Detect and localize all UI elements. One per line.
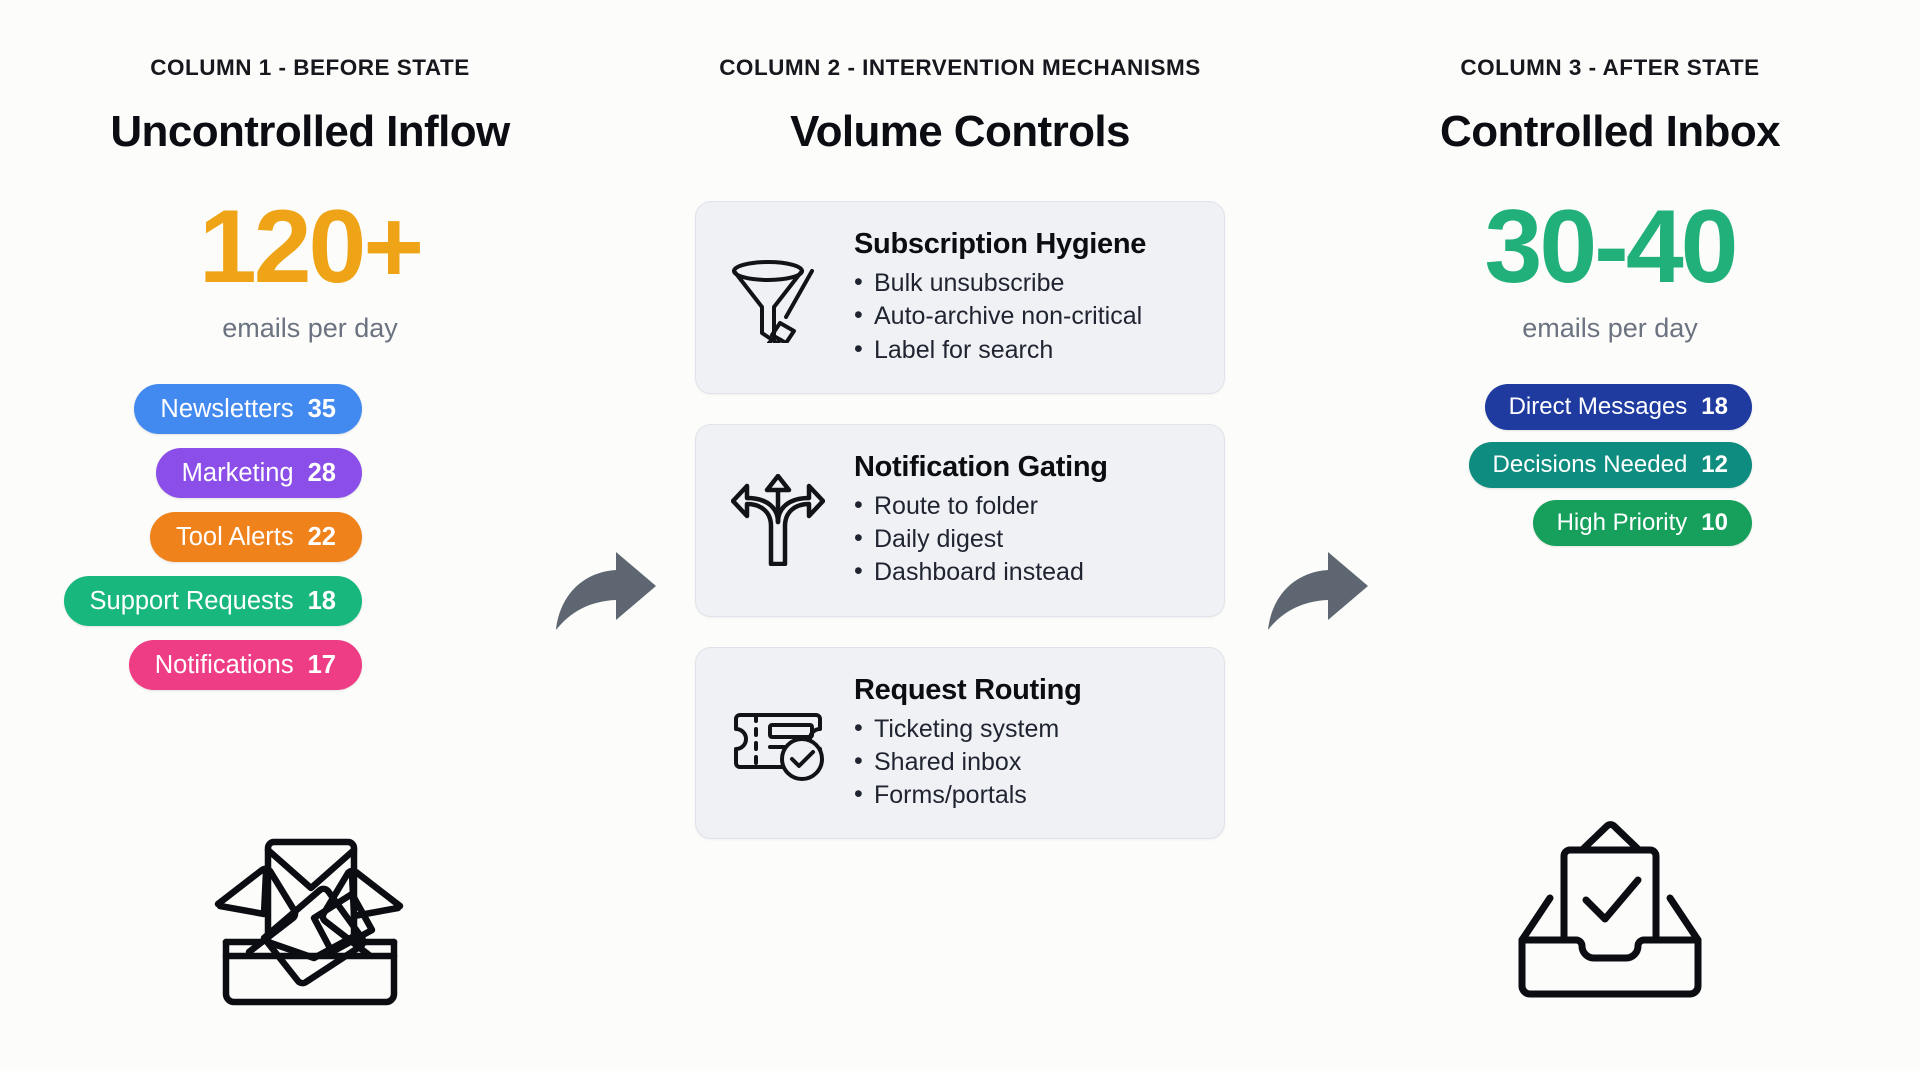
card-notification-gating[interactable]: Notification Gating Route to folder Dail… bbox=[695, 423, 1225, 617]
inbox-tray-check-icon bbox=[1510, 818, 1710, 1013]
pill-value: 18 bbox=[307, 586, 336, 615]
card-request-routing[interactable]: Request Routing Ticketing system Shared … bbox=[695, 646, 1225, 840]
card-1-body: Subscription Hygiene Bulk unsubscribe Au… bbox=[854, 228, 1196, 367]
inbox-tray-check-illustration bbox=[1300, 818, 1920, 1013]
column-3-metric: 30-40 bbox=[1484, 189, 1739, 305]
column-3-metric-caption: emails per day bbox=[1522, 313, 1698, 343]
pill-support-requests[interactable]: Support Requests 18 bbox=[63, 576, 362, 626]
pill-label: Notifications bbox=[154, 650, 294, 679]
card-1-bullet: Auto-archive non-critical bbox=[854, 299, 1196, 333]
card-3-body: Request Routing Ticketing system Shared … bbox=[854, 674, 1196, 813]
pill-label: High Priority bbox=[1556, 509, 1688, 536]
pill-label: Tool Alerts bbox=[175, 522, 294, 551]
card-3-title: Request Routing bbox=[854, 673, 1082, 706]
before-state-pill-list: Newsletters 35 Marketing 28 Tool Alerts … bbox=[0, 384, 620, 690]
pill-value: 22 bbox=[307, 522, 336, 551]
funnel-brush-icon bbox=[724, 251, 832, 344]
pill-value: 28 bbox=[307, 458, 336, 487]
pill-value: 12 bbox=[1701, 451, 1728, 478]
column-intervention-mechanisms: COLUMN 2 - INTERVENTION MECHANISMS Volum… bbox=[620, 0, 1300, 1071]
card-1-bullets: Bulk unsubscribe Auto-archive non-critic… bbox=[854, 266, 1196, 367]
overflowing-mail-tray-icon bbox=[202, 818, 418, 1023]
card-3-bullet: Forms/portals bbox=[854, 778, 1196, 812]
overflowing-mail-tray-illustration bbox=[0, 818, 620, 1023]
pill-label: Newsletters bbox=[160, 394, 294, 423]
pill-value: 18 bbox=[1701, 393, 1728, 420]
card-2-body: Notification Gating Route to folder Dail… bbox=[854, 451, 1196, 590]
mechanism-card-list: Subscription Hygiene Bulk unsubscribe Au… bbox=[620, 201, 1300, 840]
arrow-col1-to-col2 bbox=[550, 546, 660, 636]
ticket-check-icon bbox=[724, 701, 832, 785]
column-1-headline: Uncontrolled Inflow bbox=[110, 107, 510, 156]
column-2-eyebrow: COLUMN 2 - INTERVENTION MECHANISMS bbox=[719, 55, 1201, 80]
curved-arrow-right-icon bbox=[550, 546, 660, 636]
card-2-bullet: Dashboard instead bbox=[854, 555, 1196, 589]
pill-label: Direct Messages bbox=[1508, 393, 1688, 420]
pill-newsletters[interactable]: Newsletters 35 bbox=[134, 384, 362, 434]
card-2-bullet: Daily digest bbox=[854, 522, 1196, 556]
card-3-bullet: Shared inbox bbox=[854, 745, 1196, 779]
card-1-bullet: Label for search bbox=[854, 332, 1196, 367]
pill-value: 17 bbox=[307, 650, 336, 679]
column-3-eyebrow: COLUMN 3 - AFTER STATE bbox=[1460, 55, 1760, 80]
pill-marketing[interactable]: Marketing 28 bbox=[155, 448, 362, 498]
pill-value: 35 bbox=[307, 394, 336, 423]
column-after-state: COLUMN 3 - AFTER STATE Controlled Inbox … bbox=[1300, 0, 1920, 1071]
card-1-title: Subscription Hygiene bbox=[854, 228, 1147, 260]
card-2-bullet: Route to folder bbox=[854, 489, 1196, 523]
column-2-headline: Volume Controls bbox=[790, 107, 1130, 156]
column-1-metric: 120+ bbox=[198, 189, 424, 305]
pill-value: 10 bbox=[1701, 509, 1728, 536]
column-1-eyebrow: COLUMN 1 - BEFORE STATE bbox=[150, 55, 470, 80]
card-3-bullet: Ticketing system bbox=[854, 711, 1196, 746]
three-way-arrow-icon bbox=[724, 474, 832, 567]
card-subscription-hygiene[interactable]: Subscription Hygiene Bulk unsubscribe Au… bbox=[695, 201, 1225, 394]
arrow-col2-to-col3 bbox=[1262, 546, 1372, 636]
card-2-title: Notification Gating bbox=[854, 450, 1108, 483]
column-1-metric-caption: emails per day bbox=[222, 313, 398, 343]
card-2-bullets: Route to folder Daily digest Dashboard i… bbox=[854, 489, 1196, 590]
pill-high-priority[interactable]: High Priority 10 bbox=[1532, 500, 1752, 546]
column-before-state: COLUMN 1 - BEFORE STATE Uncontrolled Inf… bbox=[0, 0, 620, 1071]
after-state-pill-list: Direct Messages 18 Decisions Needed 12 H… bbox=[1300, 384, 1920, 546]
column-3-headline: Controlled Inbox bbox=[1440, 107, 1781, 156]
curved-arrow-right-icon bbox=[1262, 546, 1372, 636]
pill-tool-alerts[interactable]: Tool Alerts 22 bbox=[149, 512, 362, 562]
pill-label: Support Requests bbox=[89, 586, 294, 615]
pill-direct-messages[interactable]: Direct Messages 18 bbox=[1484, 384, 1752, 430]
pill-notifications[interactable]: Notifications 17 bbox=[128, 640, 362, 690]
pill-label: Decisions Needed bbox=[1492, 451, 1688, 478]
card-1-bullet: Bulk unsubscribe bbox=[854, 266, 1196, 300]
card-3-bullets: Ticketing system Shared inbox Forms/port… bbox=[854, 711, 1196, 813]
pill-decisions-needed[interactable]: Decisions Needed 12 bbox=[1468, 442, 1752, 488]
pill-label: Marketing bbox=[181, 458, 294, 487]
